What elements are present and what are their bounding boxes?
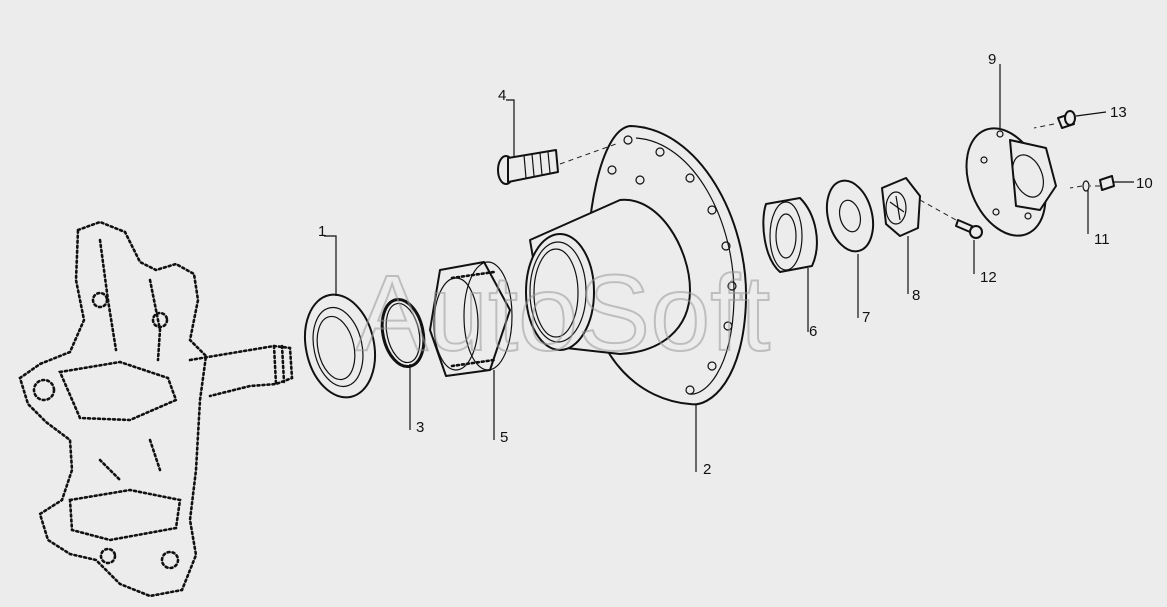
callout-8: 8 — [912, 287, 920, 304]
part-5-inner-bearing — [429, 261, 513, 377]
callout-12: 12 — [980, 269, 997, 286]
part-10-plug — [1099, 175, 1115, 191]
callout-13: 13 — [1110, 104, 1127, 121]
callout-7: 7 — [862, 309, 870, 326]
callout-10: 10 — [1136, 175, 1153, 192]
part-8-nut — [881, 177, 921, 237]
part-6-outer-bearing — [762, 197, 818, 273]
part-1-seal — [304, 293, 376, 399]
callout-11: 11 — [1094, 231, 1110, 248]
callout-numbers: 1 2 3 4 5 6 7 8 9 10 11 12 13 — [318, 51, 1153, 478]
hub-bolt-holes — [607, 135, 737, 395]
part-12-screw — [955, 219, 983, 239]
steering-knuckle — [18, 220, 294, 598]
leader-lines — [324, 64, 1134, 472]
callout-3: 3 — [416, 419, 424, 436]
callout-9: 9 — [988, 51, 996, 68]
part-11-small-ring — [1082, 180, 1090, 192]
callout-4: 4 — [498, 87, 506, 104]
part-7-washer — [825, 179, 875, 253]
part-13-bolt — [1057, 110, 1076, 129]
callout-6: 6 — [809, 323, 817, 340]
assembly-axis-lines — [559, 123, 1100, 221]
part-9-hub-cap — [965, 127, 1057, 237]
watermark: AutoSoft — [356, 252, 770, 373]
callout-5: 5 — [500, 429, 508, 446]
callout-2: 2 — [703, 461, 711, 478]
callout-1: 1 — [318, 223, 326, 240]
part-4-wheel-stud — [497, 149, 559, 185]
part-2-wheel-hub — [525, 125, 748, 406]
